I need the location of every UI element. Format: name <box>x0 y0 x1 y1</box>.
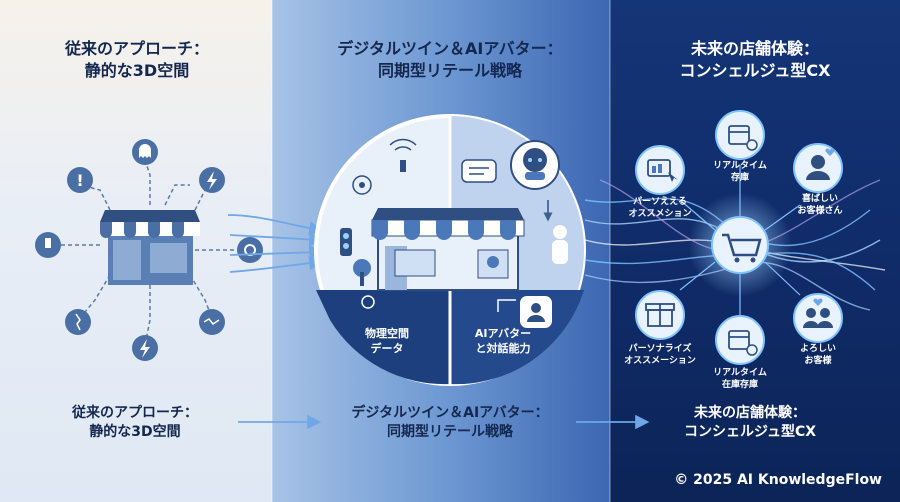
digital-twin-circle <box>314 114 586 386</box>
flow-arrows-left <box>227 214 324 273</box>
bottom-caption-left: 従来のアプローチ： 静的な3D空間 <box>72 405 198 440</box>
calendar-clock-icon <box>715 315 765 365</box>
left-title-line1: 従来のアプローチ： <box>64 39 209 58</box>
node-label-personalized-recommendation: パーソナライズ オススメーション <box>624 344 696 366</box>
node-label-realtime-stock: リアルタイム 存庫 <box>713 161 767 183</box>
right-title-line2: コンシェルジュ型CX <box>679 61 831 80</box>
left-peripheral-icons: ! <box>35 139 263 361</box>
gear-icon <box>237 237 263 263</box>
node-label-personal-recommend: パーソええる オススメション <box>628 197 692 219</box>
node-label-realtime-inventory: リアルタイム 在庫存庫 <box>713 368 767 390</box>
alert-icon <box>67 167 93 193</box>
right-title: 未来の店舗体験： コンシェルジュ型CX <box>625 38 885 82</box>
copyright-text: © 2025 AI KnowledgeFlow <box>674 472 882 488</box>
label-ai-avatar: AIアバター と対話能力 <box>474 327 532 355</box>
bottom-caption-middle: デジタルツイン＆AIアバター： 同期型リテール戦略 <box>351 405 549 440</box>
svg-text:!: ! <box>76 171 83 190</box>
divider-left <box>271 0 273 502</box>
cart-hub <box>688 193 792 297</box>
calendar-clock-icon <box>715 110 765 160</box>
left-title-line2: 静的な3D空間 <box>84 61 190 80</box>
right-title-line1: 未来の店舗体験： <box>690 39 819 58</box>
bottom-caption-right: 未来の店舗体験： コンシェルジュ型CX <box>683 405 817 440</box>
right-node-icons <box>635 110 843 365</box>
node-label-happy-customer: 喜ばしい お客様さん <box>797 194 843 216</box>
right-connectors <box>679 165 801 320</box>
label-physical-data: 物理空間 データ <box>365 327 409 355</box>
middle-title-line1: デジタルツイン＆AIアバター： <box>337 39 563 58</box>
node-label-good-customer: よろしい お客様 <box>799 344 836 366</box>
left-title: 従来のアプローチ： 静的な3D空間 <box>22 38 252 82</box>
middle-title-line2: 同期型リテール戦略 <box>377 61 522 80</box>
divider-right <box>609 0 611 502</box>
left-store-icon <box>100 210 200 285</box>
couple-icon <box>793 293 843 343</box>
middle-title: デジタルツイン＆AIアバター： 同期型リテール戦略 <box>300 38 600 82</box>
